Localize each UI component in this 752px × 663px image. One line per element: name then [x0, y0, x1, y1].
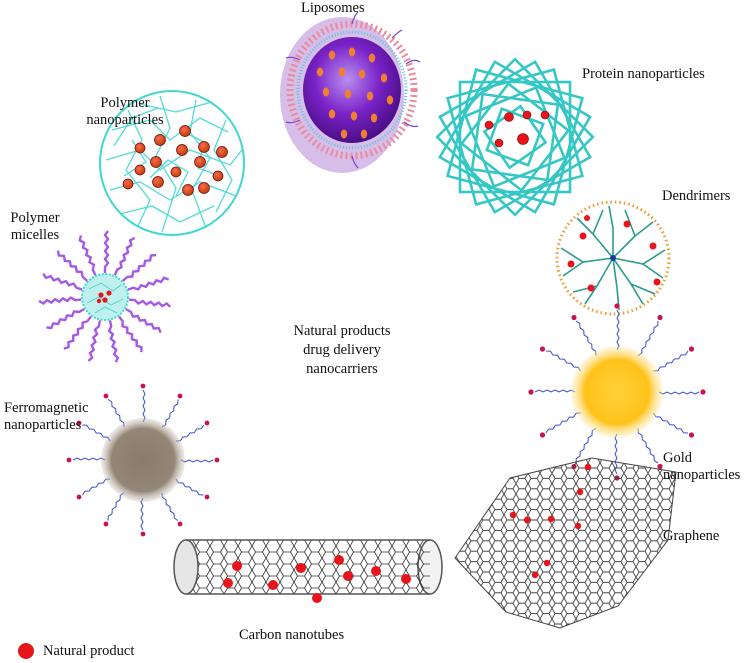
label-polymer-micelles: Polymer micelles: [6, 210, 64, 244]
protein-nanoparticle-illustration: [435, 57, 595, 217]
center-title: Natural products drug delivery nanocarri…: [276, 322, 408, 379]
label-gold-line2: nanoparticles: [663, 467, 741, 483]
legend-natural-product-label: Natural product: [43, 643, 135, 659]
label-polymer-nanoparticles-line2: nanoparticles: [86, 112, 164, 128]
center-title-line1: Natural products: [293, 323, 391, 339]
label-polymer-nanoparticles-line1: Polymer: [100, 95, 150, 111]
liposome-illustration: [280, 11, 421, 173]
label-polymer-micelles-line1: Polymer: [10, 210, 60, 226]
ferromagnetic-nanoparticle-illustration: [66, 383, 220, 537]
label-gold-nanoparticles: Gold nanoparticles: [663, 450, 740, 484]
label-polymer-micelles-line2: micelles: [10, 227, 60, 243]
label-graphene: Graphene: [663, 528, 720, 544]
label-gold-line1: Gold: [663, 450, 692, 466]
label-carbon-nanotubes: Carbon nanotubes: [239, 627, 345, 643]
carbon-nanotube-illustration: [173, 539, 443, 603]
center-title-line2: drug delivery: [303, 342, 381, 358]
label-polymer-nanoparticles: Polymer nanoparticles: [84, 95, 166, 129]
center-title-line3: nanocarriers: [306, 361, 378, 377]
graphene-illustration: [454, 457, 677, 629]
label-dendrimers: Dendrimers: [662, 188, 731, 204]
dendrimer-illustration: [555, 200, 671, 316]
label-protein-nanoparticles: Protein nanoparticles: [582, 66, 705, 82]
label-ferromagnetic-line1: Ferromagnetic: [4, 400, 89, 416]
label-liposomes: Liposomes: [301, 0, 365, 16]
label-ferromagnetic-nanoparticles: Ferromagnetic nanoparticles: [4, 400, 89, 434]
polymer-micelle-illustration: [38, 230, 172, 363]
label-ferromagnetic-line2: nanoparticles: [4, 417, 82, 433]
polymer-nanoparticle-illustration: [99, 90, 245, 236]
natural-product-legend-icon: [18, 643, 34, 659]
